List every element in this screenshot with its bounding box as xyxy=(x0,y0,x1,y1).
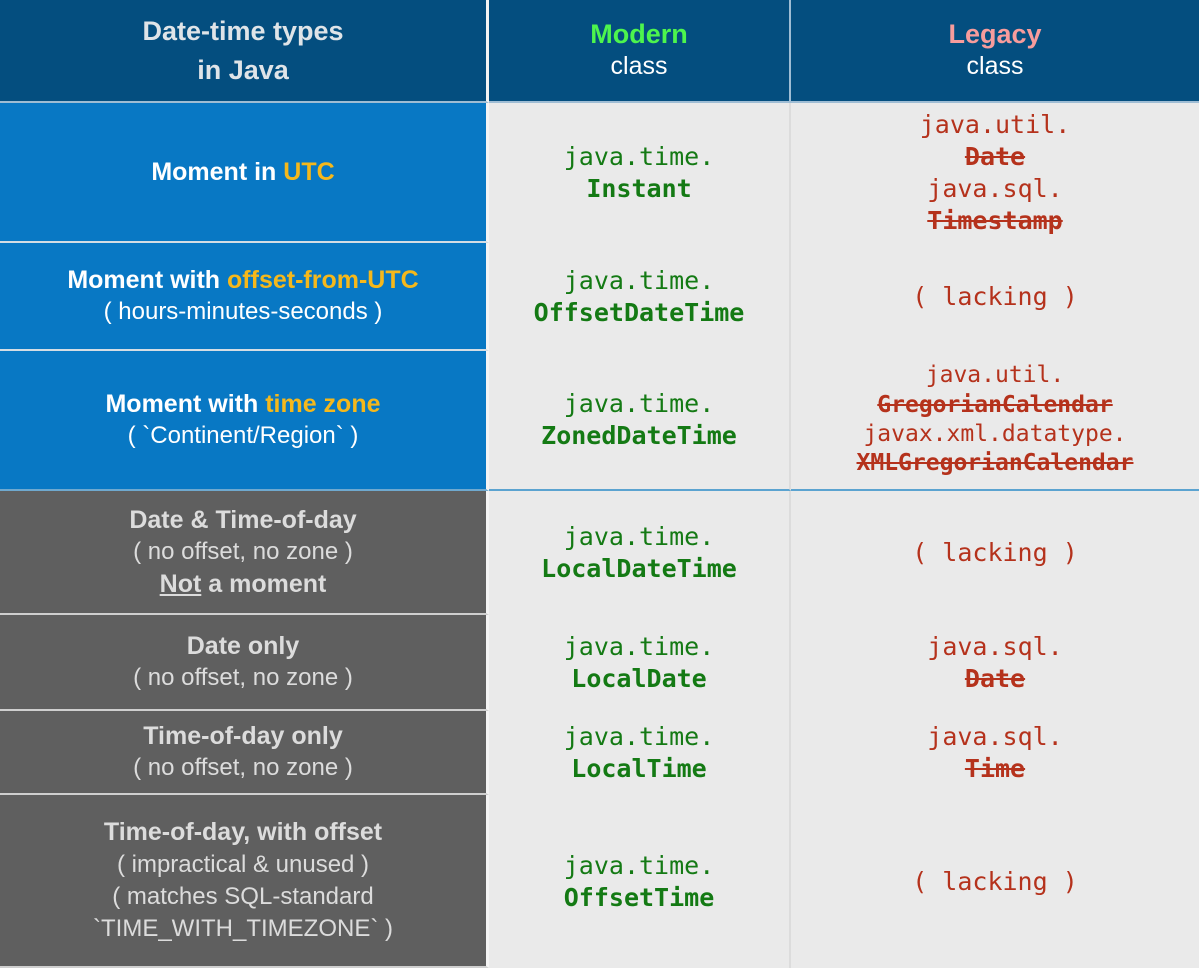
row-modern-class-cell: java.time. LocalDateTime xyxy=(489,491,791,615)
row-description-sub-3: `TIME_WITH_TIMEZONE` ) xyxy=(93,914,393,942)
package-name: javax.xml.datatype. xyxy=(863,421,1127,447)
row-description-cell: Moment in UTC xyxy=(0,103,489,243)
row-description-cell: Moment with time zone( `Continent/Region… xyxy=(0,351,489,491)
row-description-main-text: Time-of-day, with offset xyxy=(103,818,383,847)
row-description-sub-1: ( no offset, no zone ) xyxy=(133,754,353,782)
row-description-main: Moment with offset-from-UTC xyxy=(67,264,418,297)
row-description-emphasis: Not xyxy=(159,569,202,598)
class-name: Date xyxy=(964,664,1026,693)
row-description-main: Moment in UTC xyxy=(151,156,334,189)
row-description-cell: Date only ( no offset, no zone ) xyxy=(0,615,489,711)
row-description-highlight: UTC xyxy=(283,157,335,186)
package-name: java.time. xyxy=(563,266,715,295)
row-description-sub-2: ( matches SQL-standard xyxy=(112,882,374,910)
header-legacy-sub: class xyxy=(966,52,1024,81)
row-description-main: Time-of-day, with offset xyxy=(104,816,382,849)
class-name: LocalDate xyxy=(571,664,707,693)
package-name: java.sql. xyxy=(927,174,1063,203)
row-description-main-text: Moment with xyxy=(105,389,266,418)
row-description-cell: Date & Time-of-day ( no offset, no zone )… xyxy=(0,491,489,615)
row-legacy-class-cell: java.sql. Date xyxy=(791,615,1199,711)
row-description-main: Time-of-day only xyxy=(143,720,343,753)
row-description-main-text: Time-of-day only xyxy=(143,721,343,750)
class-name: OffsetDateTime xyxy=(533,298,745,327)
row-description-main: Moment with time zone xyxy=(105,388,380,421)
class-name: Timestamp xyxy=(927,206,1063,235)
class-name: OffsetTime xyxy=(563,882,715,912)
header-cell-legacy: Legacy class xyxy=(791,0,1199,103)
row-legacy-class-cell: ( lacking ) xyxy=(791,795,1199,968)
package-name: java.time. xyxy=(563,722,715,751)
class-name: LocalTime xyxy=(571,754,707,783)
header-legacy-accent: Legacy xyxy=(948,19,1042,50)
class-name: Date xyxy=(964,142,1026,171)
package-name: java.util. xyxy=(919,110,1071,139)
class-name: GregorianCalendar xyxy=(877,391,1113,418)
class-name: Instant xyxy=(586,174,692,203)
lacking-label: ( lacking ) xyxy=(912,282,1078,311)
class-name: ZonedDateTime xyxy=(541,421,737,450)
row-legacy-class-cell: ( lacking ) xyxy=(791,243,1199,351)
row-legacy-class-cell: java.util. Date java.sql. Timestamp xyxy=(791,103,1199,243)
row-description-main: Date only xyxy=(187,630,300,663)
package-name: java.time. xyxy=(563,522,715,551)
header-modern-accent: Modern xyxy=(590,19,688,50)
lacking-label: ( lacking ) xyxy=(912,866,1078,896)
package-name: java.time. xyxy=(563,389,715,418)
row-modern-class-cell: java.time. OffsetDateTime xyxy=(489,243,791,351)
row-description-cell: Moment with offset-from-UTC( hours-minut… xyxy=(0,243,489,351)
row-description-cell: Time-of-day, with offset ( impractical & … xyxy=(0,795,489,968)
header-title-line2: in Java xyxy=(197,54,289,85)
row-description-main-text: Date only xyxy=(186,631,300,660)
package-name: java.time. xyxy=(563,142,715,171)
header-cell-modern: Modern class xyxy=(489,0,791,103)
row-modern-class-cell: java.time. Instant xyxy=(489,103,791,243)
class-name: XMLGregorianCalendar xyxy=(856,450,1134,477)
header-cell-category: Date-time types in Java xyxy=(0,0,489,103)
class-name: LocalDateTime xyxy=(541,554,737,583)
package-name: java.time. xyxy=(563,632,715,661)
header-modern-sub: class xyxy=(610,52,668,81)
package-name: java.util. xyxy=(925,362,1065,389)
lacking-label: ( lacking ) xyxy=(912,538,1078,567)
row-description-highlight: time zone xyxy=(265,389,381,418)
row-description-main-secondary: Not a moment xyxy=(160,568,327,601)
row-modern-class-cell: java.time. LocalTime xyxy=(489,711,791,795)
row-description-main-text: Date & Time-of-day xyxy=(129,505,357,534)
row-description-highlight: offset-from-UTC xyxy=(227,265,419,294)
row-legacy-class-cell: java.sql. Time xyxy=(791,711,1199,795)
row-description-main-text: Moment with xyxy=(67,265,228,294)
class-name: Time xyxy=(964,754,1026,783)
row-modern-class-cell: java.time. LocalDate xyxy=(489,615,791,711)
row-description-sub-1: ( hours-minutes-seconds ) xyxy=(103,298,383,326)
row-description-sub-1: ( `Continent/Region` ) xyxy=(127,422,359,450)
package-name: java.time. xyxy=(563,850,715,880)
row-description-emphasis-rest: a moment xyxy=(201,569,327,598)
row-description-sub-1: ( no offset, no zone ) xyxy=(133,538,353,566)
row-modern-class-cell: java.time. ZonedDateTime xyxy=(489,351,791,491)
package-name: java.sql. xyxy=(927,722,1063,751)
row-modern-class-cell: java.time.OffsetTime xyxy=(489,795,791,968)
row-description-sub-1: ( impractical & unused ) xyxy=(116,850,370,878)
row-description-main: Date & Time-of-day xyxy=(129,504,356,537)
row-description-main-text: Moment in xyxy=(151,157,284,186)
row-description-cell: Time-of-day only ( no offset, no zone ) xyxy=(0,711,489,795)
package-name: java.sql. xyxy=(927,632,1063,661)
row-legacy-class-cell: java.util.GregorianCalendar javax.xml.dat… xyxy=(791,351,1199,491)
row-legacy-class-cell: ( lacking ) xyxy=(791,491,1199,615)
header-title-line1: Date-time types xyxy=(142,16,344,47)
row-description-sub-1: ( no offset, no zone ) xyxy=(133,664,353,692)
